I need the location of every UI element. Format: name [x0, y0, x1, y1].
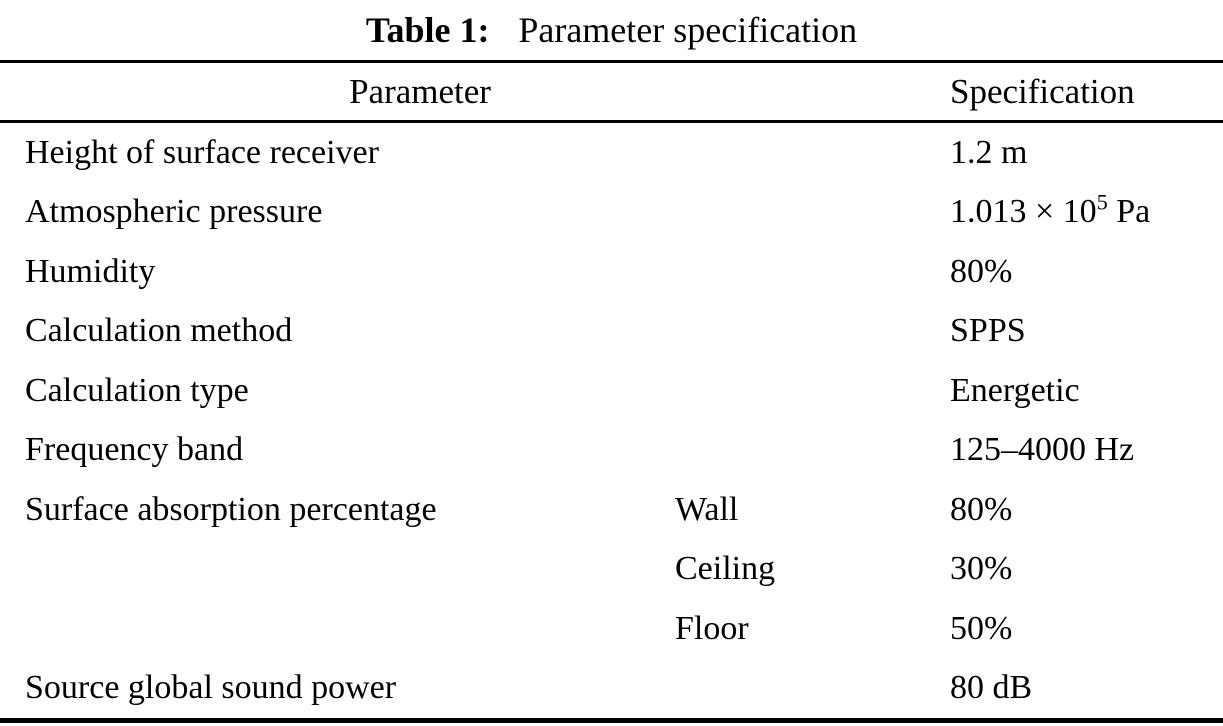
table-rule-bottom	[0, 718, 1223, 723]
spec-value-unit: Pa	[1116, 193, 1151, 231]
spec-cell: SPPS	[950, 312, 1026, 350]
table-rule-top	[0, 60, 1223, 63]
table-row: Height of surface receiver 1.2 m	[0, 123, 1223, 183]
table-row: Frequency band 125–4000 Hz	[0, 421, 1223, 481]
table-rule-mid	[0, 120, 1223, 123]
header-parameter: Parameter	[349, 71, 491, 111]
table-row: Calculation method SPPS	[0, 302, 1223, 362]
param-cell: Calculation method	[25, 312, 293, 350]
sub-cell: Ceiling	[675, 550, 776, 588]
param-cell: Frequency band	[25, 431, 244, 469]
param-cell: Source global sound power	[25, 669, 397, 707]
header-specification: Specification	[950, 71, 1135, 111]
spec-cell: 50%	[950, 609, 1013, 647]
table-header-row: Parameter Specification	[0, 63, 1223, 120]
spec-value-exponent: 5	[1096, 189, 1108, 215]
table-caption: Table 1: Parameter specification	[0, 0, 1223, 60]
param-cell: Atmospheric pressure	[25, 193, 323, 231]
table-caption-text: Parameter specification	[518, 10, 858, 50]
table-row: Humidity 80%	[0, 242, 1223, 302]
table-row: Calculation type Energetic	[0, 361, 1223, 421]
table-row: Floor 50%	[0, 599, 1223, 659]
table-row: Atmospheric pressure 1.013 × 105 Pa	[0, 183, 1223, 243]
spec-cell: 1.013 × 105 Pa	[925, 189, 1223, 231]
param-cell: Surface absorption percentage	[25, 490, 437, 528]
table-caption-label: Table 1:	[365, 10, 490, 50]
spec-cell: 125–4000 Hz	[950, 431, 1135, 469]
param-cell: Humidity	[25, 252, 156, 290]
param-cell: Height of surface receiver	[25, 133, 379, 171]
spec-cell: 80 dB	[950, 669, 1033, 707]
sub-cell: Wall	[675, 490, 739, 528]
spec-cell: Energetic	[950, 371, 1080, 409]
spec-cell: 80%	[950, 490, 1013, 528]
spec-cell: 1.2 m	[950, 133, 1028, 171]
table-row: Source global sound power 80 dB	[0, 659, 1223, 719]
param-cell: Calculation type	[25, 371, 249, 409]
spec-cell: 30%	[950, 550, 1013, 588]
table-row: Surface absorption percentage Wall 80%	[0, 480, 1223, 540]
sub-cell: Floor	[675, 609, 749, 647]
table-row: Ceiling 30%	[0, 540, 1223, 600]
spec-cell: 80%	[950, 252, 1013, 290]
spec-value-base: 1.013 × 10	[950, 193, 1097, 231]
